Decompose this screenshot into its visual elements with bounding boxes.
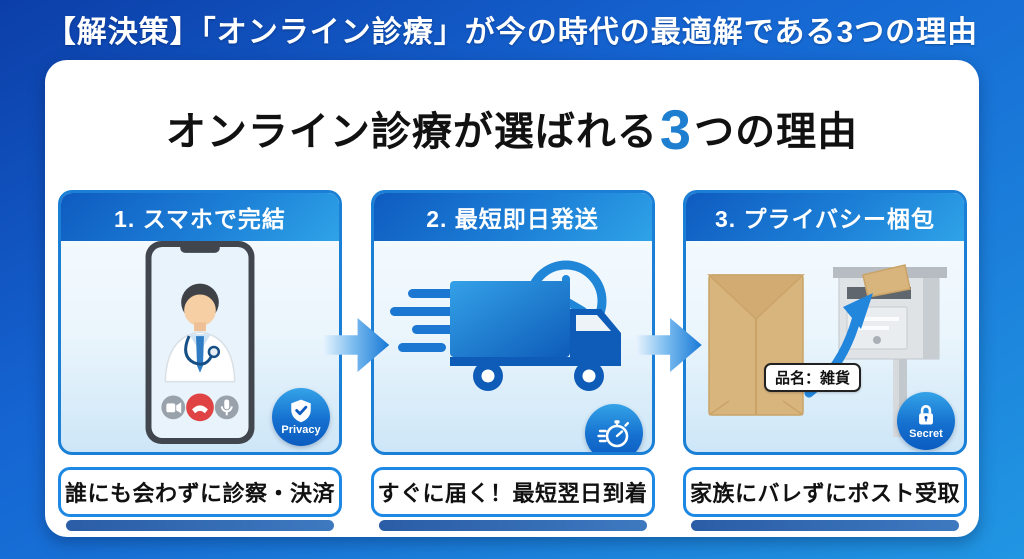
page-title: 【解決策】「オンライン診療」が今の時代の最適解である3つの理由 xyxy=(45,16,979,49)
envelope-icon xyxy=(707,274,805,416)
panel-1-illustration: Privacy xyxy=(61,241,339,452)
panel-2-illustration xyxy=(374,257,652,452)
video-icon xyxy=(161,395,186,420)
arrow-slot-1 xyxy=(323,190,390,455)
panel-smartphone-box: 1. スマホで完結 xyxy=(58,190,342,455)
panel-3-header: 3. プライバシー梱包 xyxy=(686,193,964,241)
shield-check-icon xyxy=(291,399,311,423)
reasons-row: 1. スマホで完結 xyxy=(58,190,967,531)
panel-shipping-box: 2. 最短即日発送 xyxy=(370,190,655,455)
panel-smartphone: 1. スマホで完結 xyxy=(58,190,342,531)
panel-privacy-box: 3. プライバシー梱包 xyxy=(683,190,967,455)
panel-1-header: 1. スマホで完結 xyxy=(61,193,339,241)
panel-shipping: 2. 最短即日発送 xyxy=(370,190,655,531)
card-title: オンライン診療が選ばれる3つの理由 xyxy=(45,96,979,163)
arrow-slot-2 xyxy=(635,190,702,455)
panel-2-header: 2. 最短即日発送 xyxy=(373,193,652,241)
mic-icon xyxy=(214,395,239,420)
panel-2-caption: すぐに届く！最短翌日到着 xyxy=(370,467,655,517)
lock-icon xyxy=(919,405,933,425)
caption-shadow xyxy=(691,520,959,531)
doctor-illustration xyxy=(161,283,239,422)
express-badge xyxy=(584,404,643,452)
card-title-number: 3 xyxy=(659,98,693,161)
secret-badge-label: Secret xyxy=(909,428,943,440)
panel-1-caption: 誰にも会わずに診察・決済 xyxy=(58,467,342,517)
panel-3-illustration: 品名：雑貨 Secret xyxy=(686,245,964,452)
panel-privacy-packaging: 3. プライバシー梱包 xyxy=(683,190,967,531)
content-card: オンライン診療が選ばれる3つの理由 1. スマホで完結 xyxy=(45,60,979,537)
privacy-badge-label: Privacy xyxy=(281,424,321,436)
stopwatch-icon xyxy=(596,420,629,448)
caption-shadow xyxy=(378,520,647,531)
caption-shadow xyxy=(66,520,334,531)
smartphone-icon xyxy=(145,241,255,444)
panel-3-caption: 家族にバレずにポスト受取 xyxy=(683,467,967,517)
delivery-truck-icon xyxy=(389,260,621,391)
card-title-post: つの理由 xyxy=(694,110,859,154)
hangup-icon xyxy=(186,393,214,422)
package-label: 品名：雑貨 xyxy=(764,363,862,392)
privacy-badge: Privacy xyxy=(272,388,330,446)
card-title-pre: オンライン診療が選ばれる xyxy=(165,110,658,154)
secret-badge: Secret xyxy=(897,392,955,450)
